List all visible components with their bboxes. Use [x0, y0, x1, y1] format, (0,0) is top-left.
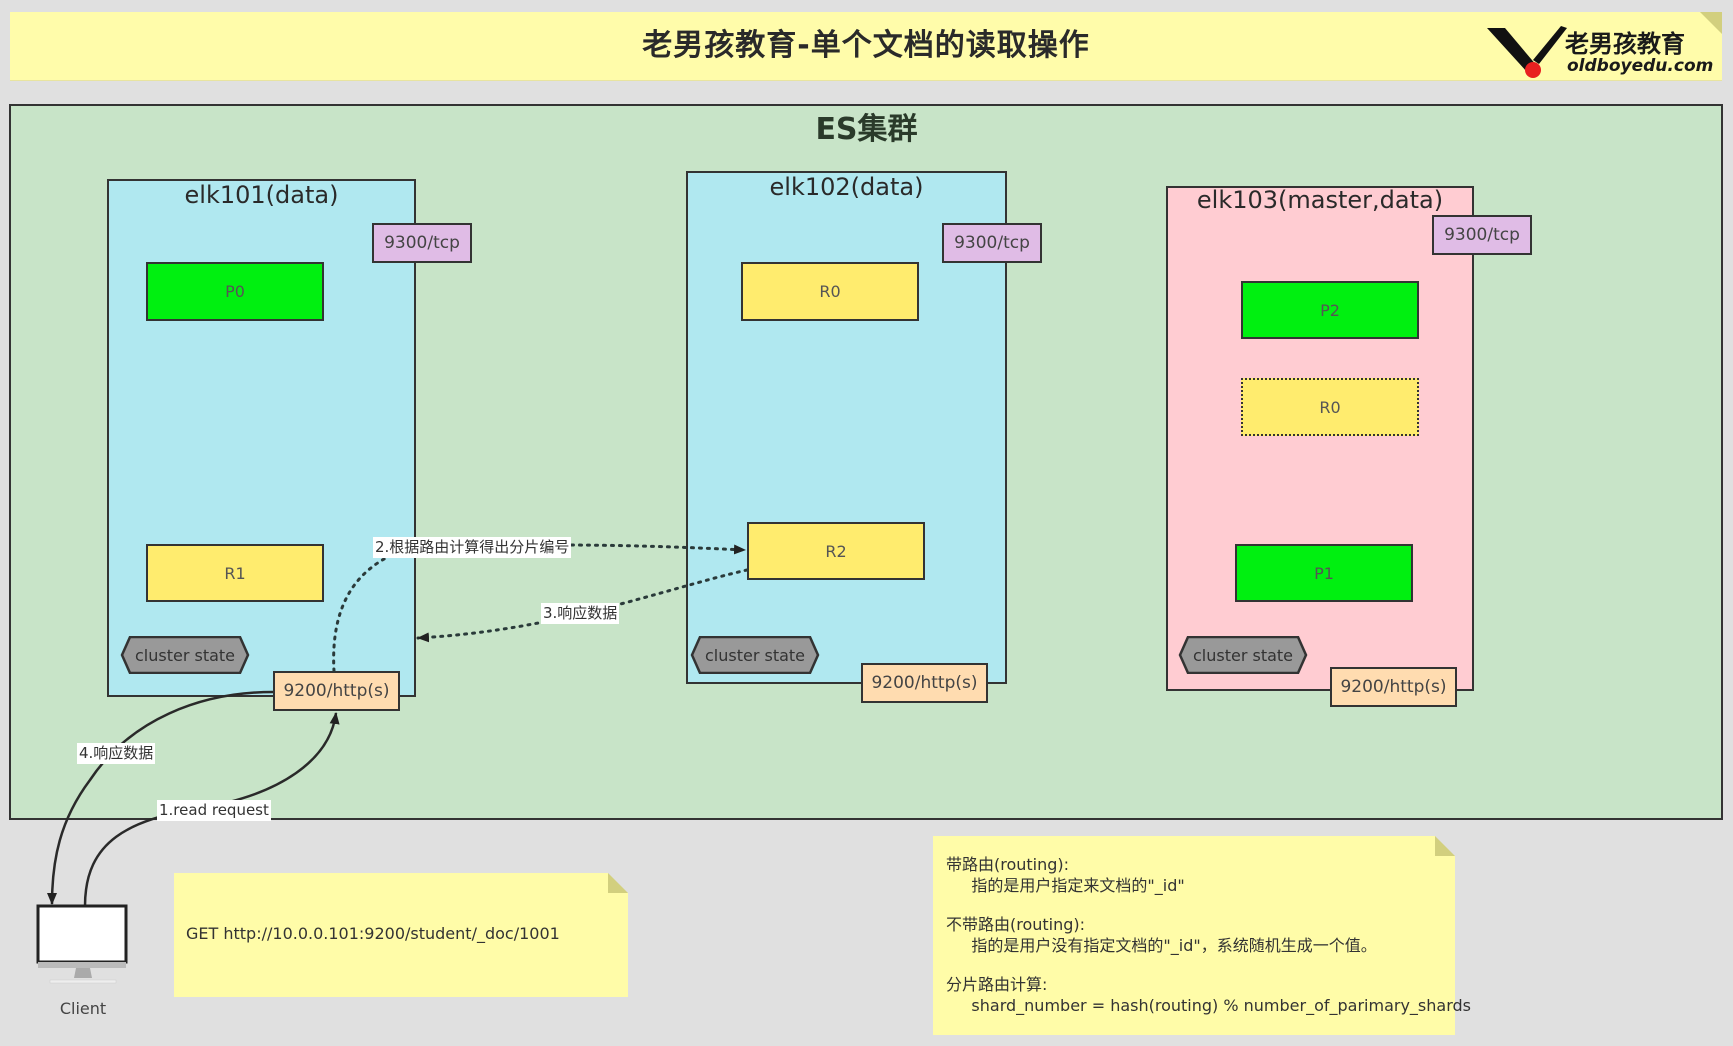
routing-note-line: 指的是用户没有指定文档的"_id"，系统随机生成一个值。 [946, 936, 1377, 955]
edge-3-response [416, 568, 749, 643]
routing-note-line: 带路由(routing): [946, 855, 1070, 874]
http-port: 9200/http(s) [1330, 667, 1457, 707]
shard-p0: P0 [146, 262, 324, 321]
tcp-port: 9300/tcp [942, 223, 1042, 263]
edge-4-response [47, 690, 274, 905]
cluster-state-label: cluster state [704, 645, 806, 665]
edge-label-2: 2.根据路由计算得出分片编号 [373, 537, 572, 558]
cluster-state-label: cluster state [134, 645, 236, 665]
logo-text-en: oldboyedu.com [1567, 56, 1714, 76]
routing-note-body: 带路由(routing): 指的是用户指定来文档的"_id" 不带路由(rout… [946, 854, 1471, 1016]
edge-label-1: 1.read request [157, 800, 271, 821]
node-title: elk101(data) [184, 181, 339, 209]
note-fold-corner [608, 873, 628, 893]
node-elk103: elk103(master,data) [1166, 186, 1474, 691]
routing-note-line: shard_number = hash(routing) % number_of… [946, 996, 1471, 1015]
http-port: 9200/http(s) [273, 671, 400, 711]
cluster-state: cluster state [690, 636, 820, 674]
request-note: GET http://10.0.0.101:9200/student/_doc/… [174, 873, 628, 997]
shard-r0: R0 [741, 262, 919, 321]
cluster-state-hexagon-icon [1178, 636, 1308, 674]
cluster-state-hexagon-icon [690, 636, 820, 674]
http-port: 9200/http(s) [861, 663, 988, 703]
tcp-port: 9300/tcp [1432, 215, 1532, 255]
cluster-title: ES集群 [815, 112, 918, 147]
edge-label-4: 4.响应数据 [77, 743, 156, 764]
routing-note-line: 分片路由计算: [946, 975, 1048, 994]
logo-v-icon [1487, 26, 1567, 78]
routing-note: 带路由(routing): 指的是用户指定来文档的"_id" 不带路由(rout… [933, 836, 1471, 1035]
request-note-text: GET http://10.0.0.101:9200/student/_doc/… [186, 924, 560, 943]
logo-text-cn: 老男孩教育 [1565, 30, 1685, 58]
cluster-state-hexagon-icon [120, 636, 250, 674]
logo: 老男孩教育 oldboyedu.com [1487, 14, 1713, 80]
node-title: elk103(master,data) [1196, 186, 1444, 214]
routing-note-line: 指的是用户指定来文档的"_id" [946, 876, 1185, 895]
header-banner [10, 12, 1722, 80]
computer-monitor-icon [36, 904, 128, 984]
shard-r0-dotted: R0 [1241, 378, 1419, 436]
note-fold-corner [1435, 836, 1455, 856]
cluster-state-label: cluster state [1192, 645, 1294, 665]
shard-p1: P1 [1235, 544, 1413, 602]
routing-note-line [946, 956, 1471, 974]
tcp-port: 9300/tcp [372, 223, 472, 263]
shard-r1: R1 [146, 544, 324, 602]
routing-note-line [946, 896, 1471, 914]
client-computer [36, 904, 130, 994]
shard-r2: R2 [747, 522, 925, 580]
shard-p2: P2 [1241, 281, 1419, 339]
edge-2-route [332, 543, 747, 673]
cluster-state: cluster state [120, 636, 250, 674]
routing-note-line: 不带路由(routing): [946, 915, 1086, 934]
node-title: elk102(data) [769, 173, 924, 201]
page-title: 老男孩教育-单个文档的读取操作 [642, 28, 1090, 63]
client-label: Client [59, 999, 107, 1018]
cluster-state: cluster state [1178, 636, 1308, 674]
edge-label-3: 3.响应数据 [541, 603, 620, 624]
